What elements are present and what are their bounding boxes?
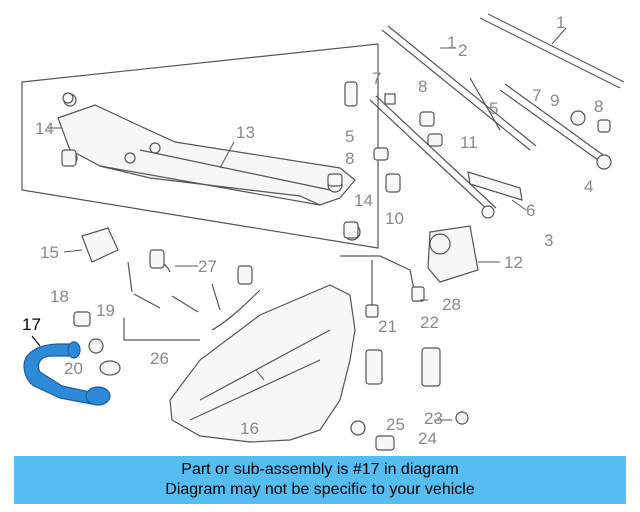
callout-25: 25	[386, 415, 405, 434]
filler-neck-hose-17	[23, 335, 111, 406]
wiring-harness	[340, 255, 425, 318]
callout-8: 8	[418, 77, 428, 96]
washer-pump-22	[421, 347, 441, 387]
nozzles-hoses	[123, 249, 261, 341]
callout-9: 9	[550, 91, 560, 110]
callout-20: 20	[64, 359, 83, 378]
callout-8: 8	[345, 149, 355, 168]
callout-2: 2	[458, 41, 468, 60]
callout-3: 3	[544, 231, 554, 250]
callout-14: 14	[35, 119, 54, 138]
banner-line-1: Part or sub-assembly is #17 in diagram	[181, 461, 459, 478]
hardware	[61, 81, 611, 239]
callout-13: 13	[236, 123, 255, 142]
callout-24: 24	[418, 429, 437, 448]
linkage-frame-13	[21, 43, 379, 249]
gasket-19	[88, 338, 104, 354]
callout-5: 5	[489, 99, 499, 118]
callout-7: 7	[372, 69, 382, 88]
callout-1: 1	[447, 33, 457, 52]
callout-26: 26	[150, 349, 169, 368]
callout-27: 27	[198, 257, 217, 276]
callout-7: 7	[532, 86, 542, 105]
callout-6: 6	[526, 201, 536, 220]
callout-16: 16	[240, 419, 259, 438]
callout-18: 18	[50, 287, 69, 306]
grommet-25	[350, 420, 366, 436]
callout-28: 28	[442, 295, 461, 314]
callout-12: 12	[504, 253, 523, 272]
callout-1: 1	[556, 13, 566, 32]
callout-15: 15	[40, 243, 59, 262]
callout-4: 4	[584, 177, 594, 196]
info-banner: Part or sub-assembly is #17 in diagram D…	[14, 456, 626, 504]
cap-18	[73, 311, 91, 327]
callout-17: 17	[22, 315, 41, 334]
grommet-20	[99, 360, 121, 376]
banner-line-2: Diagram may not be specific to your vehi…	[165, 481, 475, 498]
washer-reservoir-16	[169, 284, 356, 443]
callout-11: 11	[460, 133, 478, 152]
leader-lines	[48, 27, 567, 421]
callout-10: 10	[385, 209, 404, 228]
wiper-motor-12	[427, 225, 500, 283]
callout-21: 21	[378, 317, 397, 336]
sensor-24	[375, 435, 395, 451]
callout-5: 5	[345, 127, 355, 146]
callout-8: 8	[594, 97, 604, 116]
callout-23: 23	[424, 409, 443, 428]
callout-22: 22	[420, 313, 439, 332]
wiper-arms	[369, 13, 625, 219]
callout-14: 14	[354, 191, 373, 210]
washer-pump-21	[365, 349, 383, 385]
bracket-15	[81, 227, 119, 263]
callout-19: 19	[96, 301, 115, 320]
grommet-23	[455, 411, 469, 425]
